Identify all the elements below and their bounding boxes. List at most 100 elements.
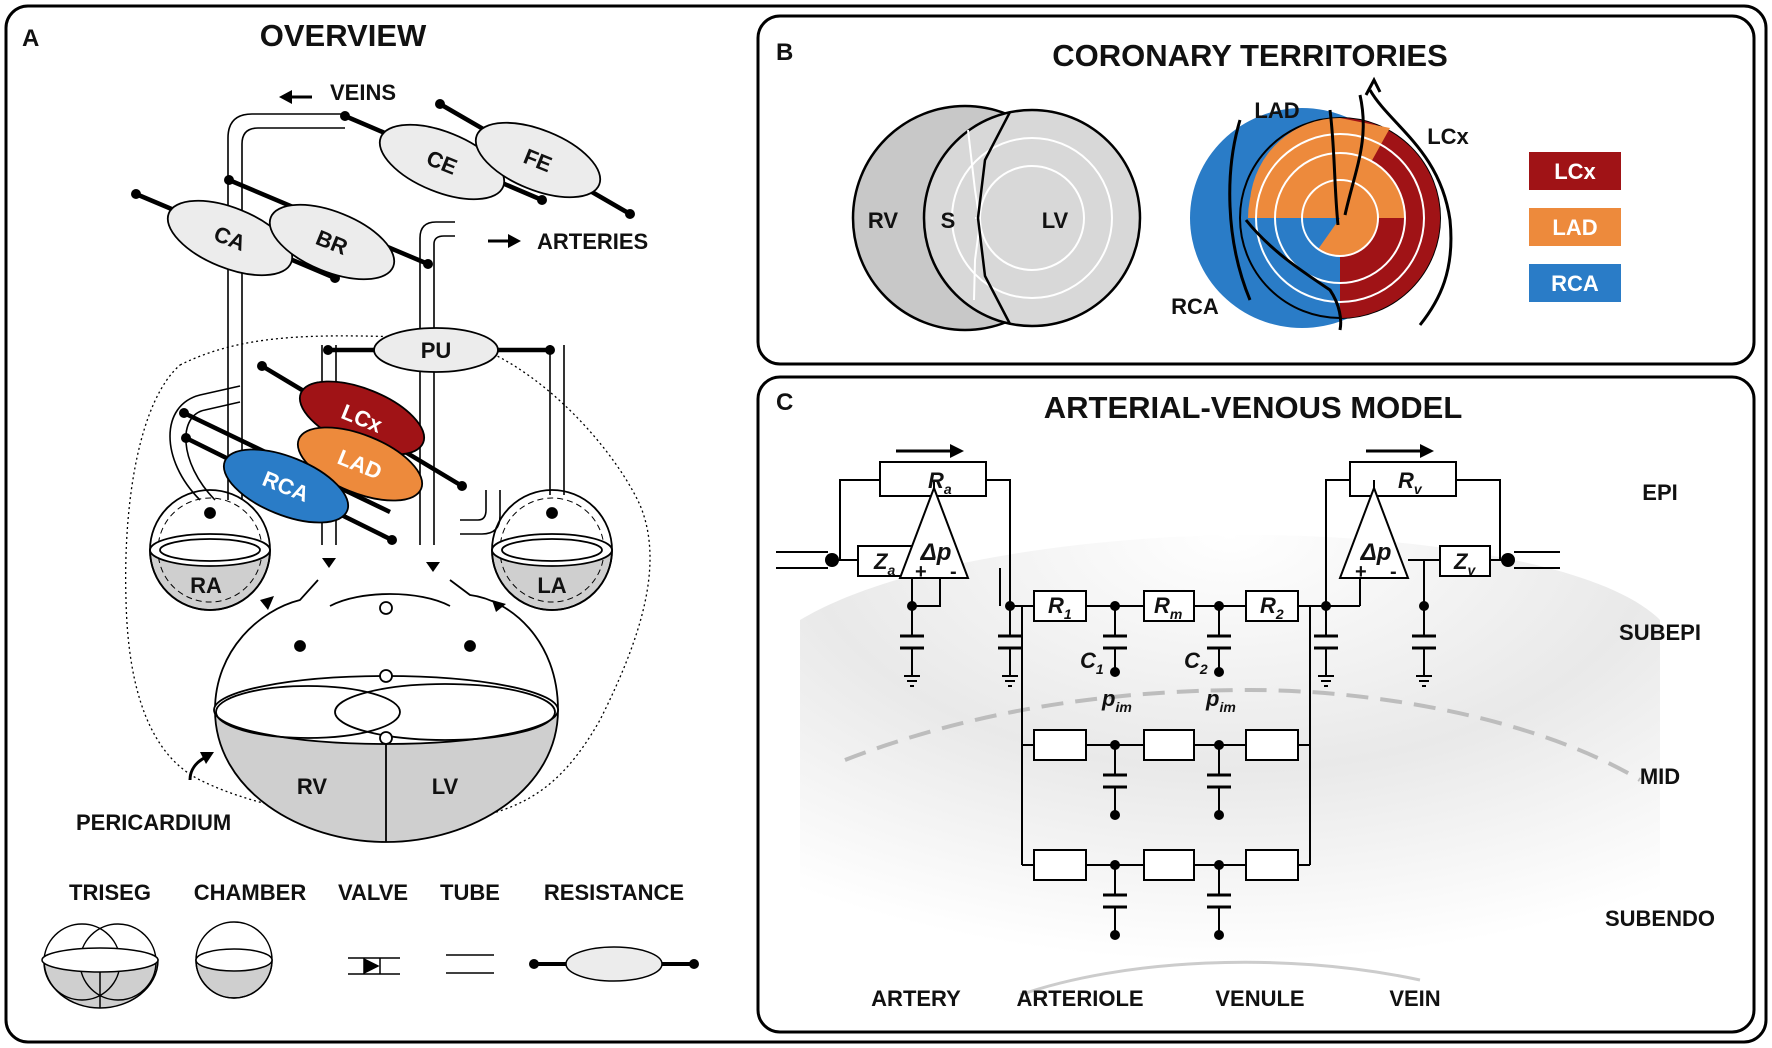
c2-label: C2 [1184, 648, 1208, 677]
pim2-label: pim [1205, 686, 1236, 715]
r2-label: R2 [1260, 593, 1284, 622]
layer-mid-label: MID [1640, 764, 1680, 789]
tissue-background [800, 535, 1660, 1010]
chamber-ra [149, 489, 271, 611]
resistor-fe [474, 121, 602, 199]
capacitors [900, 634, 1436, 909]
label-rv: RV [297, 774, 327, 799]
endo-boundary [1019, 960, 1421, 997]
dp-venous-plus: + [1355, 561, 1367, 583]
dp-arterial-minus: - [950, 561, 957, 583]
panel-b-letter: B [776, 39, 793, 66]
arteries-label: ARTERIES [537, 229, 648, 254]
bullseye-lv-label: LV [1042, 208, 1069, 233]
veins-label: VEINS [330, 80, 396, 105]
label-la: LA [537, 573, 566, 598]
pim1-label: pim [1101, 686, 1132, 715]
panel-a-letter: A [22, 25, 39, 52]
vessel-arteriole-label: ARTERIOLE [1016, 986, 1143, 1011]
r1-label: R1 [1048, 593, 1072, 622]
panel-c: C ARTERIAL-VENOUS MODEL EPI SUBEPI MID S… [756, 375, 1756, 1034]
c1-label: C1 [1080, 648, 1104, 677]
label-pu: PU [421, 338, 452, 363]
resistor-endo-1 [1033, 849, 1087, 881]
legend-lad-label: LAD [1552, 215, 1597, 240]
label-ra: RA [190, 573, 222, 598]
panel-c-title: ARTERIAL-VENOUS MODEL [1044, 390, 1463, 425]
impedance-zv-box [1439, 545, 1491, 577]
arteries-arrow [488, 234, 521, 248]
legend-lad-swatch [1529, 208, 1621, 246]
resistor-endo-2 [1143, 849, 1195, 881]
chamber-la [491, 489, 613, 611]
resistor-endo-3 [1245, 849, 1299, 881]
legend-resistance-label: RESISTANCE [544, 880, 684, 905]
legend-chamber-icon [195, 921, 273, 999]
vessel-venule-label: VENULE [1215, 986, 1304, 1011]
ra-label: Ra [928, 468, 952, 497]
resistor-lad [296, 426, 424, 502]
resistor-rca [222, 448, 350, 524]
resistor-rm-box [1143, 590, 1195, 622]
resistor-r1-box [1033, 590, 1087, 622]
legend-rca-label: RCA [1551, 271, 1599, 296]
veins-arrow [279, 90, 312, 104]
dp-venous-label: Δp [1360, 539, 1392, 566]
legend-valve-label: VALVE [338, 880, 408, 905]
rail-nodes [131, 99, 635, 545]
mid-boundary [844, 687, 1642, 782]
legend-rca-swatch [1529, 264, 1621, 302]
panel-a-title: OVERVIEW [260, 18, 427, 53]
resistors [166, 121, 602, 524]
rm-label: Rm [1154, 593, 1182, 622]
bullseye-left [851, 104, 1142, 332]
legend-triseg-icon [41, 923, 159, 1009]
vessel-lcx-label: LCx [1427, 124, 1469, 149]
valves [260, 558, 506, 612]
legend-valve-icon [348, 957, 400, 975]
resistor-mid-3 [1245, 729, 1299, 761]
legend-triseg-label: TRISEG [69, 880, 151, 905]
pericardium-outline [125, 335, 651, 824]
dp-arterial-plus: + [915, 561, 927, 583]
bullseye-rv-label: RV [868, 208, 898, 233]
circuit-resistors [857, 461, 1491, 881]
zv-label: Zv [1453, 549, 1476, 578]
circuit-wires [776, 479, 1560, 935]
rv-label: Rv [1398, 468, 1423, 497]
flow-arrows [896, 444, 1434, 458]
layer-epi-label: EPI [1642, 480, 1677, 505]
vessel-rca-label: RCA [1171, 294, 1219, 319]
bullseye-s-label: S [941, 208, 956, 233]
layer-subendo-label: SUBENDO [1605, 906, 1715, 931]
grounds [904, 675, 1432, 687]
resistor-rv-box [1349, 461, 1457, 497]
legend-tube-label: TUBE [440, 880, 500, 905]
resistor-mid-1 [1033, 729, 1087, 761]
resistor-pu [373, 327, 499, 373]
label-lv: LV [432, 774, 459, 799]
legend-lcx-label: LCx [1554, 159, 1596, 184]
resistor-mid-2 [1143, 729, 1195, 761]
pressure-sources [898, 485, 1410, 579]
coronary-vessels [1228, 76, 1453, 331]
dp-venous-minus: - [1390, 561, 1397, 583]
bullseye-territories [1190, 76, 1453, 331]
dp-arterial-label: Δp [920, 539, 952, 566]
dp-source-venous [1338, 485, 1410, 579]
legend-tube-icon [446, 954, 494, 974]
legend-lcx-swatch [1529, 152, 1621, 190]
vessel-vein-label: VEIN [1389, 986, 1440, 1011]
dp-wires [933, 480, 1375, 488]
resistor-r2-box [1245, 590, 1299, 622]
resistor-ca [166, 199, 294, 277]
pericardium-label: PERICARDIUM [76, 810, 231, 835]
circuit-nodes [825, 553, 1515, 940]
vessel-artery-label: ARTERY [871, 986, 961, 1011]
panel-b-title: CORONARY TERRITORIES [1052, 38, 1448, 73]
legend-chamber-label: CHAMBER [194, 880, 307, 905]
triseg-ventricles [213, 579, 559, 843]
resistor-ce [378, 123, 506, 201]
layer-subepi-label: SUBEPI [1619, 620, 1701, 645]
